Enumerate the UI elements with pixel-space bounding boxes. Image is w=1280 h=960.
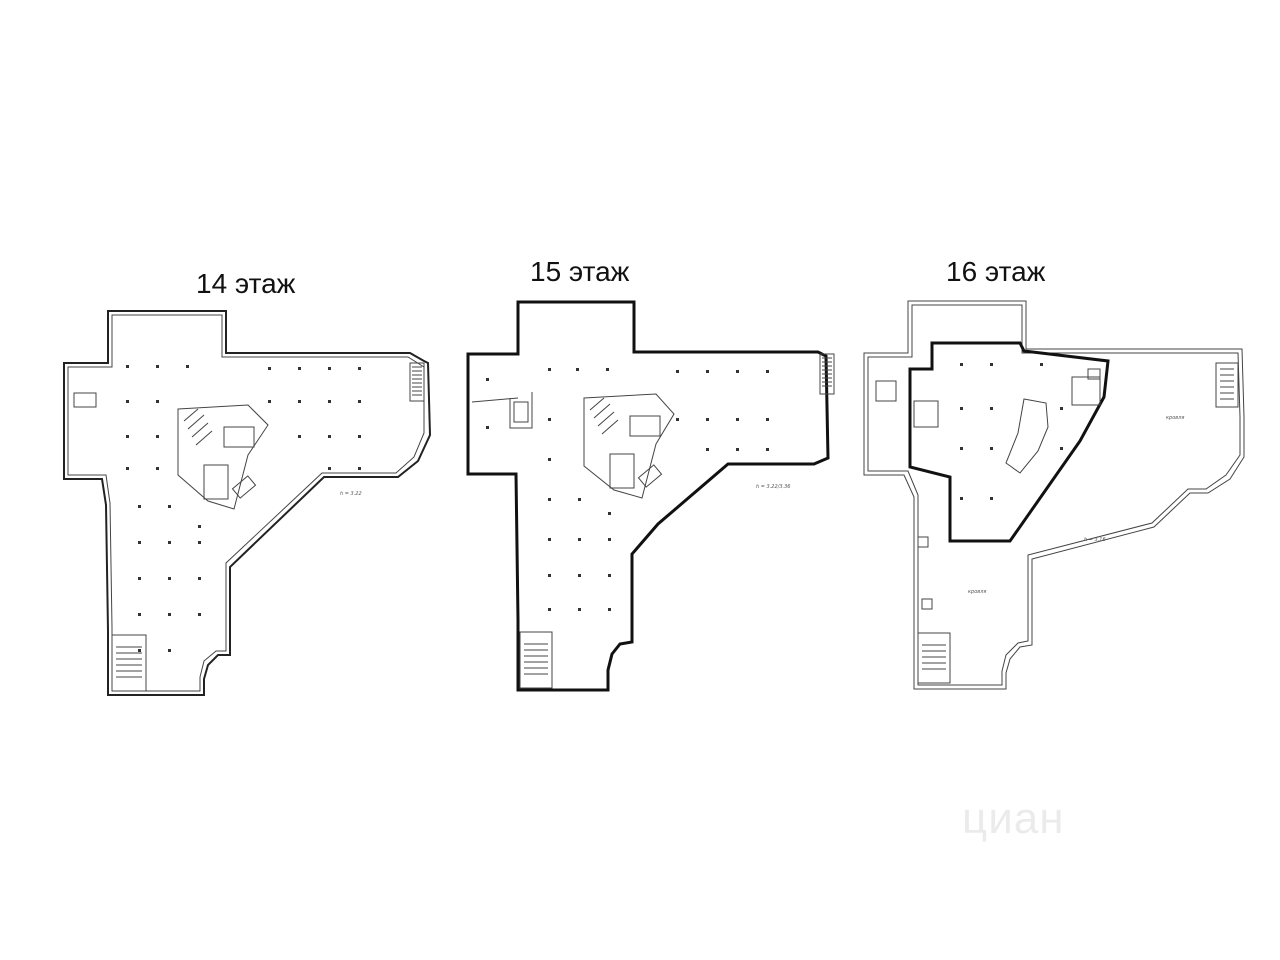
floor-15-columns: [486, 368, 769, 611]
floor-14-inner-outline: [67, 314, 425, 692]
floor-14-title: 14 этаж: [196, 268, 296, 299]
watermark: циан: [962, 794, 1065, 843]
floor-16-roof-label-east: кровля: [1166, 415, 1184, 421]
floor-16-roof-outline-inner: [867, 304, 1241, 686]
floor-14-outline: [63, 310, 432, 696]
floor-15-plan[interactable]: h = 3.22/3.36: [462, 298, 850, 698]
floor-16-roof-vent-1: [921, 598, 933, 610]
floor-16-columns: [960, 363, 1063, 500]
floor-16-plan[interactable]: кровля кровля h = 3.16: [860, 297, 1256, 693]
floor-16-title: 16 этаж: [946, 256, 1046, 287]
floor-16-roof-outline: [863, 300, 1245, 690]
floor-16-roof-vent-2: [917, 536, 929, 548]
floor-15-stairwell-east: [819, 353, 835, 395]
floor-15-height-note: h = 3.22/3.36: [756, 484, 791, 490]
floor-14-plan[interactable]: h = 3.22: [58, 305, 442, 700]
floor-16-roof-hatch: [875, 380, 897, 402]
floor-16-core: [913, 368, 1101, 474]
floor-15-partition: [471, 392, 533, 429]
floor-16-height-note: h = 3.16: [1084, 537, 1106, 543]
floor-15-core: [513, 393, 675, 499]
floor-16-roof-label-south: кровля: [968, 589, 986, 595]
floor-14-height-note: h = 3.22: [340, 491, 362, 497]
floor-14-west-niche: [73, 392, 97, 408]
floor-14-columns: [126, 365, 361, 652]
floor-15-stairwell-south: [519, 631, 553, 689]
floor-16-stairwell-south: [917, 632, 951, 684]
floor-16-stairwell-east: [1215, 362, 1239, 408]
floor-16-floor-outline: [908, 341, 1110, 543]
floor-14-core: [177, 404, 269, 510]
floor-14-stairwell-east: [409, 362, 425, 402]
floor-14-stairwell-south: [111, 634, 147, 692]
floor-15-title: 15 этаж: [530, 256, 630, 287]
